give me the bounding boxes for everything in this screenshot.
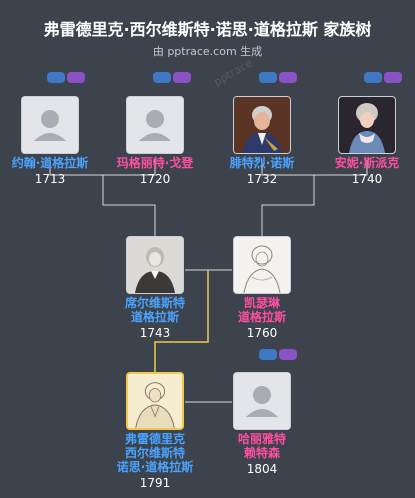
person-name-line: 哈丽雅特 — [237, 432, 286, 446]
birth-year: 1804 — [246, 462, 278, 476]
person-card-anne-speke[interactable]: 安妮·斯派克 1740 — [317, 96, 415, 186]
person-name: 安妮·斯派克 — [334, 156, 400, 170]
portrait-sketch-icon — [233, 236, 291, 294]
badge-pair[interactable] — [47, 72, 85, 83]
parent-link-catherine — [261, 175, 315, 236]
person-name-line: 弗雷德里克 — [124, 432, 185, 446]
person-name-line: 道格拉斯 — [237, 310, 286, 324]
person-name: 玛格丽特·戈登 — [116, 156, 194, 170]
person-name: 约翰·道格拉斯 — [11, 156, 89, 170]
badge-pair[interactable] — [364, 72, 402, 83]
generator-credit: 由 pptrace.com 生成 — [152, 45, 263, 58]
purple-badge-icon[interactable] — [384, 72, 402, 83]
person-card-john-douglas[interactable]: 约翰·道格拉斯 1713 — [0, 96, 100, 186]
badge-pair[interactable] — [259, 349, 297, 360]
person-card-catherine-douglas[interactable]: 凯瑟琳 道格拉斯 1760 — [212, 236, 312, 340]
birth-year: 1760 — [246, 326, 278, 340]
portrait-engraving-icon — [126, 372, 184, 430]
purple-badge-icon[interactable] — [67, 72, 85, 83]
person-name-line: 席尔维斯特 — [124, 296, 185, 310]
blue-badge-icon[interactable] — [47, 72, 65, 83]
person-name: 哈丽雅特 赖特森 — [212, 432, 312, 460]
person-name-line: 西尔维斯特 — [124, 446, 185, 460]
birth-year: 1713 — [34, 172, 66, 186]
person-card-harriet-wrightson[interactable]: 哈丽雅特 赖特森 1804 — [212, 372, 312, 476]
person-name-line: 道格拉斯 — [130, 310, 179, 324]
birth-year: 1720 — [139, 172, 171, 186]
person-card-sylvester-douglas[interactable]: 席尔维斯特 道格拉斯 1743 — [105, 236, 205, 340]
parent-link-sylvester — [102, 175, 156, 236]
person-card-frederick-north[interactable]: 腓特烈·诺斯 1732 — [212, 96, 312, 186]
blue-badge-icon[interactable] — [153, 72, 171, 83]
placeholder-avatar-icon — [126, 96, 184, 154]
person-name-line: 诺思·道格拉斯 — [116, 460, 194, 474]
birth-year: 1732 — [246, 172, 278, 186]
placeholder-avatar-icon — [21, 96, 79, 154]
person-card-frederic-douglas[interactable]: 弗雷德里克 西尔维斯特 诺思·道格拉斯 1791 — [105, 372, 205, 490]
blue-badge-icon[interactable] — [259, 72, 277, 83]
page-title: 弗雷德里克·西尔维斯特·诺思·道格拉斯 家族树 — [43, 20, 372, 39]
person-name-line: 凯瑟琳 — [243, 296, 280, 310]
purple-badge-icon[interactable] — [279, 72, 297, 83]
badge-pair[interactable] — [153, 72, 191, 83]
portrait-painting-icon — [233, 96, 291, 154]
portrait-engraving-icon — [126, 236, 184, 294]
person-name: 腓特烈·诺斯 — [229, 156, 295, 170]
person-name: 凯瑟琳 道格拉斯 — [212, 296, 312, 324]
person-name: 席尔维斯特 道格拉斯 — [105, 296, 205, 324]
descent-link-frederic — [154, 270, 209, 374]
portrait-painting-icon — [338, 96, 396, 154]
birth-year: 1740 — [351, 172, 383, 186]
birth-year: 1743 — [139, 326, 171, 340]
purple-badge-icon[interactable] — [279, 349, 297, 360]
placeholder-avatar-icon — [233, 372, 291, 430]
blue-badge-icon[interactable] — [364, 72, 382, 83]
person-name-line: 赖特森 — [243, 446, 280, 460]
birth-year: 1791 — [139, 476, 171, 490]
person-card-margaret-gordon[interactable]: 玛格丽特·戈登 1720 — [105, 96, 205, 186]
purple-badge-icon[interactable] — [173, 72, 191, 83]
person-name: 弗雷德里克 西尔维斯特 诺思·道格拉斯 — [105, 432, 205, 474]
badge-pair[interactable] — [259, 72, 297, 83]
blue-badge-icon[interactable] — [259, 349, 277, 360]
